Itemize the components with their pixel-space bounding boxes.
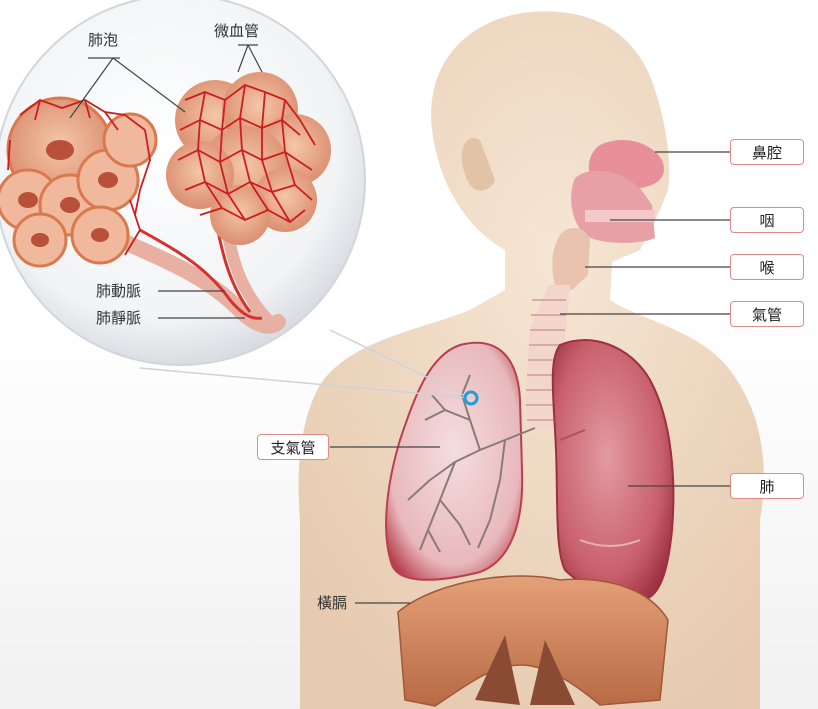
label-capillaries: 微血管	[214, 22, 260, 40]
label-pharynx: 咽	[730, 207, 804, 233]
label-lung: 肺	[730, 473, 804, 499]
label-larynx: 喉	[730, 254, 804, 280]
lung-illustration	[551, 339, 675, 602]
label-bronchus: 支氣管	[257, 434, 329, 460]
alveoli-inset	[0, 0, 471, 399]
label-diaphragm: 橫膈	[317, 594, 348, 612]
nasal-pharynx-illustration	[552, 140, 664, 290]
label-nasal-cavity: 鼻腔	[730, 139, 804, 165]
label-pulmonary-vein: 肺靜脈	[96, 309, 142, 327]
label-pulmonary-artery: 肺動脈	[96, 282, 142, 300]
alveoli-location-ring	[463, 390, 479, 406]
label-alveoli: 肺泡	[88, 31, 119, 49]
label-trachea: 氣管	[730, 301, 804, 327]
diaphragm-illustration	[397, 575, 669, 707]
bronchus-lung-illustration	[385, 341, 536, 581]
label-leader-lines	[330, 151, 730, 604]
